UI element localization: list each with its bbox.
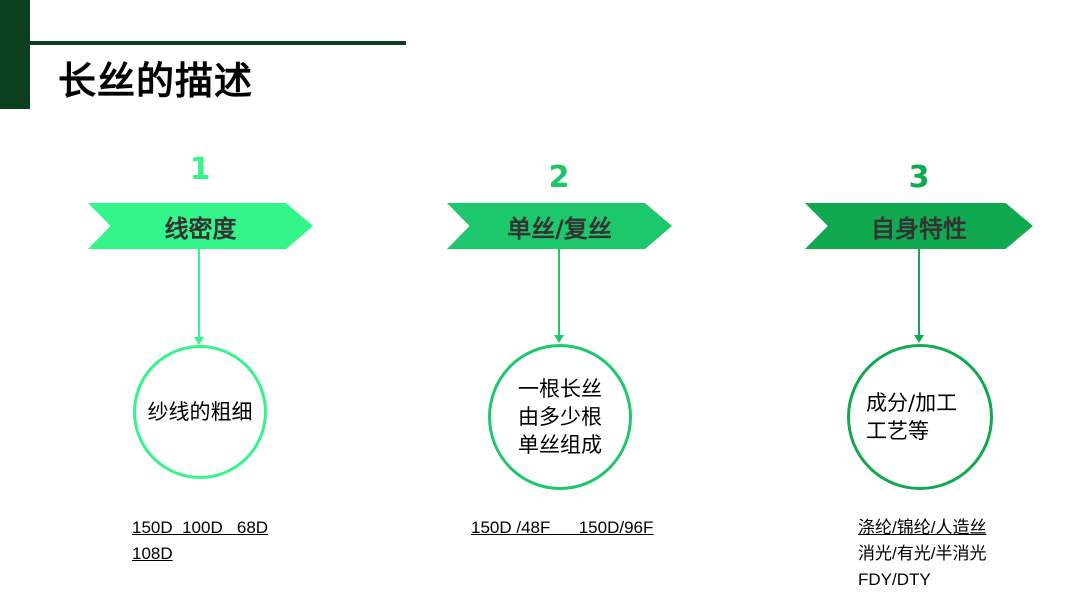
- step-3-circle: 成分/加工工艺等: [847, 344, 993, 490]
- step-3-number: 3: [908, 160, 930, 195]
- step-3-banner: 自身特性: [805, 203, 1033, 249]
- step-2-connector: [558, 249, 560, 335]
- circle-line: 工艺等: [866, 419, 929, 443]
- step-2-notes: 150D /48F 150D/96F: [471, 515, 653, 541]
- note-line: 150D /48F 150D/96F: [471, 518, 654, 537]
- note-line: 150D 100D 68D: [132, 518, 269, 537]
- step-1-banner: 线密度: [88, 203, 313, 249]
- page-title: 长丝的描述: [58, 59, 254, 103]
- step-2-number: 2: [548, 160, 570, 195]
- note-line: 108D: [132, 544, 173, 563]
- step-3-connector: [918, 249, 920, 335]
- note-line: 消光/有光/半消光: [858, 544, 987, 563]
- arrow-down-icon: [914, 335, 924, 343]
- arrow-down-icon: [554, 335, 564, 343]
- note-line: 涤纶/锦纶/人造丝: [858, 518, 987, 537]
- circle-line: 单丝组成: [518, 433, 602, 457]
- step-3-notes: 涤纶/锦纶/人造丝 消光/有光/半消光 FDY/DTY: [858, 515, 986, 593]
- title-rule: [30, 41, 406, 45]
- circle-line: 成分/加工: [866, 391, 958, 415]
- step-1-circle-text: 纱线的粗细: [147, 400, 253, 424]
- step-1-connector: [198, 249, 200, 337]
- step-1-number: 1: [189, 152, 211, 187]
- circle-line: 一根长丝: [518, 377, 602, 401]
- step-1-circle: 纱线的粗细: [133, 345, 267, 479]
- step-1-notes: 150D 100D 68D 108D: [132, 515, 268, 567]
- note-line: FDY/DTY: [858, 570, 931, 589]
- sidebar-accent-bar: [0, 0, 30, 109]
- circle-line: 由多少根: [518, 405, 602, 429]
- arrow-down-icon: [194, 337, 204, 345]
- step-2-circle: 一根长丝由多少根单丝组成: [488, 344, 632, 490]
- step-2-banner: 单丝/复丝: [447, 203, 672, 249]
